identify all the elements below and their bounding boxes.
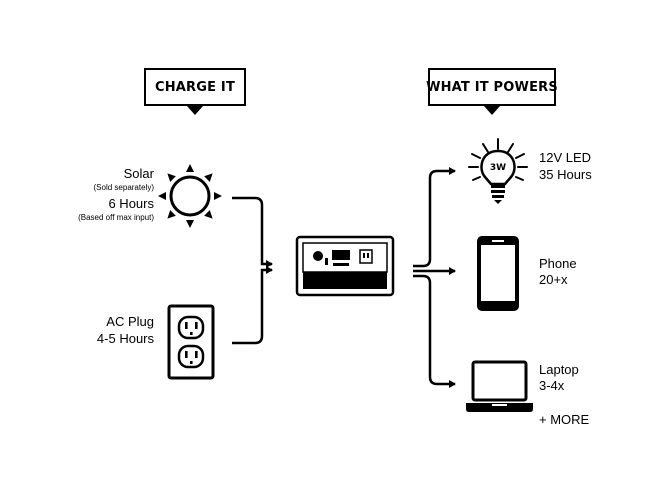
laptop-value: 3-4x <box>539 378 565 393</box>
ac-time: 4-5 Hours <box>96 331 154 346</box>
sun-icon <box>158 164 222 228</box>
charge-it-header: CHARGE IT <box>144 68 246 106</box>
powers-header-pointer <box>484 106 500 115</box>
phone-icon <box>477 236 519 311</box>
phone-value: 20+x <box>539 272 568 287</box>
led-label: 12V LED <box>539 150 592 165</box>
solar-label: Solar <box>123 166 154 181</box>
laptop-label: Laptop <box>539 362 579 377</box>
ac-label: AC Plug <box>106 314 154 329</box>
solar-time-note: (Based off max input) <box>78 213 154 222</box>
solar-connector <box>232 196 273 268</box>
led-value: 35 Hours <box>539 167 592 182</box>
led-badge: 3W <box>490 163 506 173</box>
what-it-powers-header: WHAT IT POWERS <box>426 68 558 106</box>
phone-label: Phone <box>539 256 577 271</box>
charge-header-pointer <box>187 106 203 115</box>
ac-connector <box>232 266 273 345</box>
power-station-icon <box>295 235 395 297</box>
outlet-icon <box>167 304 215 380</box>
lightbulb-icon: 3W <box>468 138 528 204</box>
solar-note: (Sold separately) <box>93 183 154 192</box>
laptop-connector <box>413 274 456 388</box>
solar-time: 6 Hours <box>108 196 154 211</box>
laptop-icon <box>466 360 533 412</box>
led-connector <box>413 167 456 268</box>
more-label: + MORE <box>539 412 590 427</box>
